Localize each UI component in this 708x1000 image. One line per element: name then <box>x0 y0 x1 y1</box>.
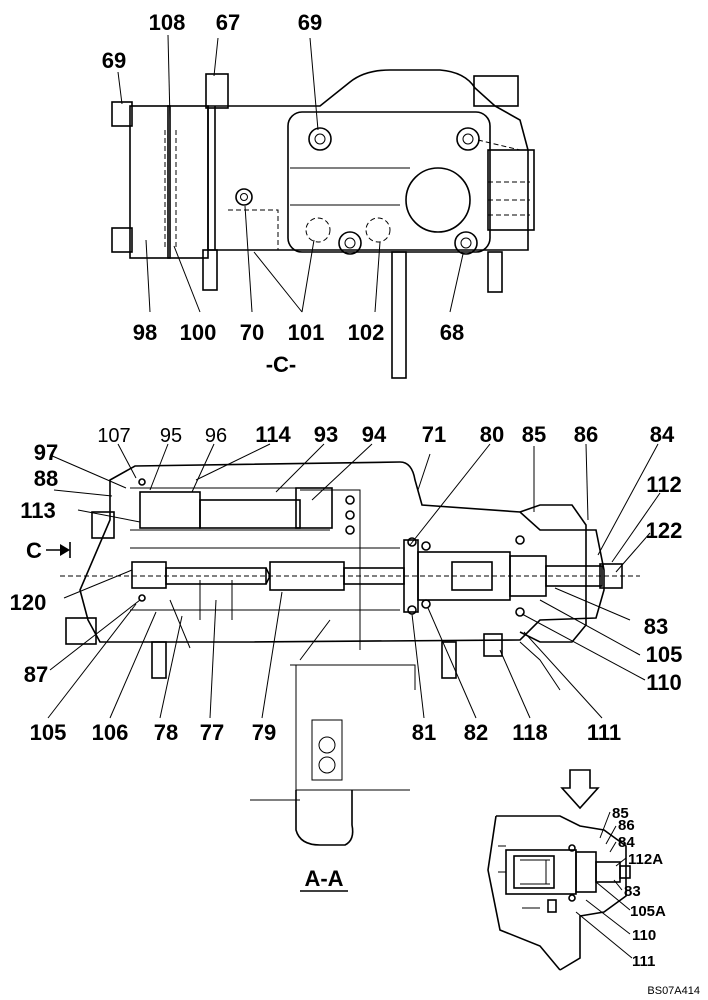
label-67: 67 <box>216 10 240 35</box>
detail-label-111: 111 <box>632 953 655 970</box>
detail-label-85: 85 <box>612 805 629 822</box>
arrow-right-icon <box>60 544 70 556</box>
label-70: 70 <box>240 320 264 345</box>
label-78: 78 <box>154 720 178 745</box>
oring-icon <box>138 478 525 617</box>
label-68: 68 <box>440 320 464 345</box>
label-87: 87 <box>24 662 48 687</box>
section-view: C 107 95 96 <box>10 422 683 892</box>
label-71: 71 <box>422 422 446 447</box>
reference-code: BS07A414 <box>647 985 700 997</box>
section-title: A-A <box>304 866 343 891</box>
label-81: 81 <box>412 720 436 745</box>
label-93: 93 <box>314 422 338 447</box>
label-113: 113 <box>20 498 56 523</box>
label-86: 86 <box>574 422 598 447</box>
view-title-c: -C- <box>266 352 297 377</box>
arrow-down-icon <box>560 769 600 810</box>
bolt-icon <box>235 127 480 255</box>
detail-label-105a: 105A <box>630 903 666 920</box>
label-105-right: 105 <box>646 642 683 667</box>
label-111: 111 <box>587 720 621 745</box>
label-85: 85 <box>522 422 546 447</box>
label-112: 112 <box>646 472 682 497</box>
label-107: 107 <box>97 425 130 447</box>
label-100: 100 <box>180 320 217 345</box>
label-101: 101 <box>288 320 325 345</box>
label-95: 95 <box>160 425 182 447</box>
label-79: 79 <box>252 720 276 745</box>
label-97: 97 <box>34 440 58 465</box>
label-69-left: 69 <box>102 48 126 73</box>
label-118: 118 <box>512 720 548 745</box>
label-82: 82 <box>464 720 488 745</box>
label-94: 94 <box>362 422 387 447</box>
detail-label-112a: 112A <box>628 851 663 868</box>
detail-view: 85 86 84 112A 83 105A 110 111 <box>487 769 666 971</box>
label-106: 106 <box>92 720 129 745</box>
detail-label-83: 83 <box>624 883 641 900</box>
label-80: 80 <box>480 422 504 447</box>
detail-label-84: 84 <box>618 834 635 851</box>
label-69-right: 69 <box>298 10 322 35</box>
detail-label-86: 86 <box>618 817 635 834</box>
label-98: 98 <box>133 320 157 345</box>
label-105: 105 <box>30 720 67 745</box>
section-arrow-label: C <box>26 538 42 563</box>
label-88: 88 <box>34 466 58 491</box>
label-84: 84 <box>650 422 675 447</box>
top-view: 108 67 69 69 98 100 70 101 102 68 -C- <box>102 10 535 379</box>
label-96: 96 <box>205 425 227 447</box>
label-122: 122 <box>646 518 683 543</box>
label-110: 110 <box>646 670 682 695</box>
label-108: 108 <box>149 10 186 35</box>
detail-label-110: 110 <box>632 927 656 944</box>
label-120: 120 <box>10 590 47 615</box>
label-114: 114 <box>255 422 291 447</box>
label-77: 77 <box>200 720 224 745</box>
label-83: 83 <box>644 614 668 639</box>
label-102: 102 <box>348 320 385 345</box>
